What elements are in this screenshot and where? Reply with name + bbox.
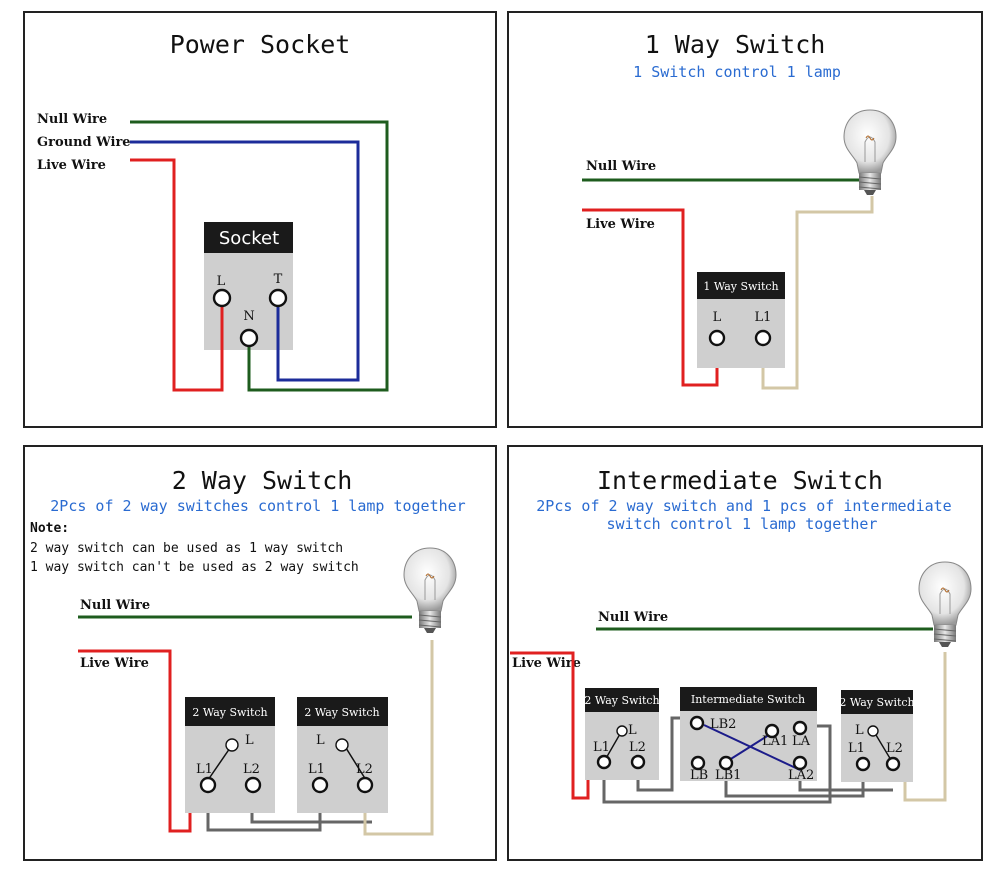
panel-subtitle: 1 Switch control 1 lamp (633, 63, 841, 81)
panel-subtitle: 2Pcs of 2 way switches control 1 lamp to… (50, 497, 465, 515)
switch-2-header (297, 697, 388, 726)
terminal-la1 (764, 723, 780, 739)
s2-terminal-l2 (356, 776, 374, 794)
term-lb-label: LB (690, 768, 708, 783)
right-switch-header (841, 690, 913, 714)
right-terminal-l (867, 725, 879, 737)
left-terminal-l1 (596, 754, 612, 770)
intermediate-switch-header (680, 687, 817, 711)
right-terminal-l2 (885, 756, 901, 772)
live-wire (582, 208, 719, 387)
panel-power-socket: Power Socket Null Wire Ground Wire Live … (23, 11, 497, 428)
s2-terminal-l (335, 738, 349, 752)
terminal-lb2 (689, 715, 705, 731)
lamp-wire (761, 196, 874, 390)
terminal-t (268, 288, 288, 308)
s2-terminal-l1 (311, 776, 329, 794)
socket-header (204, 222, 293, 253)
term-l1-label: L1 (755, 310, 772, 325)
live-wire-label: Live Wire (586, 217, 655, 232)
socket-label: Socket (219, 228, 279, 249)
right-switch-label: 2 Way Switch (839, 696, 914, 709)
terminal-lb (690, 755, 706, 771)
s1-terminal-l (225, 738, 239, 752)
live-wire-label: Live Wire (512, 656, 581, 671)
panel-1-way-switch: 1 Way Switch 1 Switch control 1 lamp Nul… (507, 11, 983, 428)
term-la-label: LA (792, 734, 811, 749)
right-term-l1-label: L1 (848, 741, 865, 756)
s1-term-l-label: L (245, 733, 254, 748)
live-wire-label: Live Wire (80, 656, 149, 671)
s1-terminal-l1 (199, 776, 217, 794)
s2-term-l-label: L (316, 733, 325, 748)
right-term-l-label: L (855, 723, 864, 738)
null-wire (130, 120, 389, 392)
panel-title: 2 Way Switch (172, 466, 353, 495)
term-la2-label: LA2 (788, 768, 814, 783)
note-title: Note: (30, 521, 69, 536)
s1-term-l1-label: L1 (196, 762, 213, 777)
intermediate-switch-label: Intermediate Switch (691, 693, 805, 706)
null-wire-label: Null Wire (80, 598, 150, 613)
terminal-la2 (792, 755, 808, 771)
s1-lever (207, 747, 231, 781)
left-term-l2-label: L2 (629, 740, 646, 755)
switch-label: 1 Way Switch (703, 280, 778, 293)
switch-1-label: 2 Way Switch (192, 706, 267, 719)
live-wire-label: Live Wire (37, 158, 106, 173)
s2-lever (345, 747, 367, 781)
panel-2-way-switch: 2 Way Switch 2Pcs of 2 way switches cont… (23, 445, 497, 861)
s1-term-l2-label: L2 (243, 762, 260, 777)
left-switch-header (585, 688, 659, 712)
terminal-la (792, 720, 808, 736)
term-lb2-label: LB2 (710, 717, 736, 732)
right-terminal-l1 (855, 756, 871, 772)
left-lever (604, 733, 621, 761)
switch-2-label: 2 Way Switch (304, 706, 379, 719)
panel-intermediate-switch: Intermediate Switch 2Pcs of 2 way switch… (507, 445, 983, 861)
panel-title: Power Socket (170, 30, 351, 59)
null-wire-label: Null Wire (37, 112, 107, 127)
switch-1-header (185, 697, 275, 726)
term-lb1-label: LB1 (715, 768, 741, 783)
term-l-label: L (713, 310, 722, 325)
terminal-l (212, 288, 232, 308)
left-terminal-l (616, 725, 628, 737)
panel-frame (23, 11, 497, 428)
null-wire-label: Null Wire (598, 610, 668, 625)
terminal-l1 (754, 329, 772, 347)
panel-title: Intermediate Switch (597, 466, 883, 495)
s1-terminal-l2 (244, 776, 262, 794)
s2-term-l1-label: L1 (308, 762, 325, 777)
switch-header (697, 272, 785, 299)
link-wire-la (602, 724, 832, 804)
null-wire-label: Null Wire (586, 159, 656, 174)
left-term-l1-label: L1 (593, 740, 610, 755)
term-la1-label: LA1 (762, 734, 788, 749)
terminal-lb1 (718, 755, 734, 771)
term-n-label: N (243, 309, 254, 324)
left-term-l-label: L (628, 723, 637, 738)
terminal-n (239, 328, 259, 348)
intermediate-link-lb1-la1 (725, 732, 773, 763)
term-l-label: L (217, 274, 226, 289)
panel-subtitle-line-2: switch control 1 lamp together (607, 515, 878, 533)
link-wire-lb1 (724, 770, 865, 798)
s2-term-l2-label: L2 (356, 762, 373, 777)
left-switch-label: 2 Way Switch (584, 694, 659, 707)
note-line-2: 1 way switch can't be used as 2 way swit… (30, 560, 359, 575)
intermediate-link-lb2-la2 (703, 724, 801, 771)
panel-subtitle-line-1: 2Pcs of 2 way switch and 1 pcs of interm… (536, 497, 951, 515)
right-term-l2-label: L2 (886, 741, 903, 756)
right-lever (875, 734, 892, 761)
left-terminal-l2 (630, 754, 646, 770)
note-line-1: 2 way switch can be used as 1 way switch (30, 541, 343, 556)
live-wire (130, 158, 224, 392)
term-t-label: T (274, 272, 283, 287)
ground-wire (130, 140, 360, 382)
panel-title: 1 Way Switch (645, 30, 826, 59)
terminal-l (708, 329, 726, 347)
ground-wire-label: Ground Wire (37, 135, 131, 150)
